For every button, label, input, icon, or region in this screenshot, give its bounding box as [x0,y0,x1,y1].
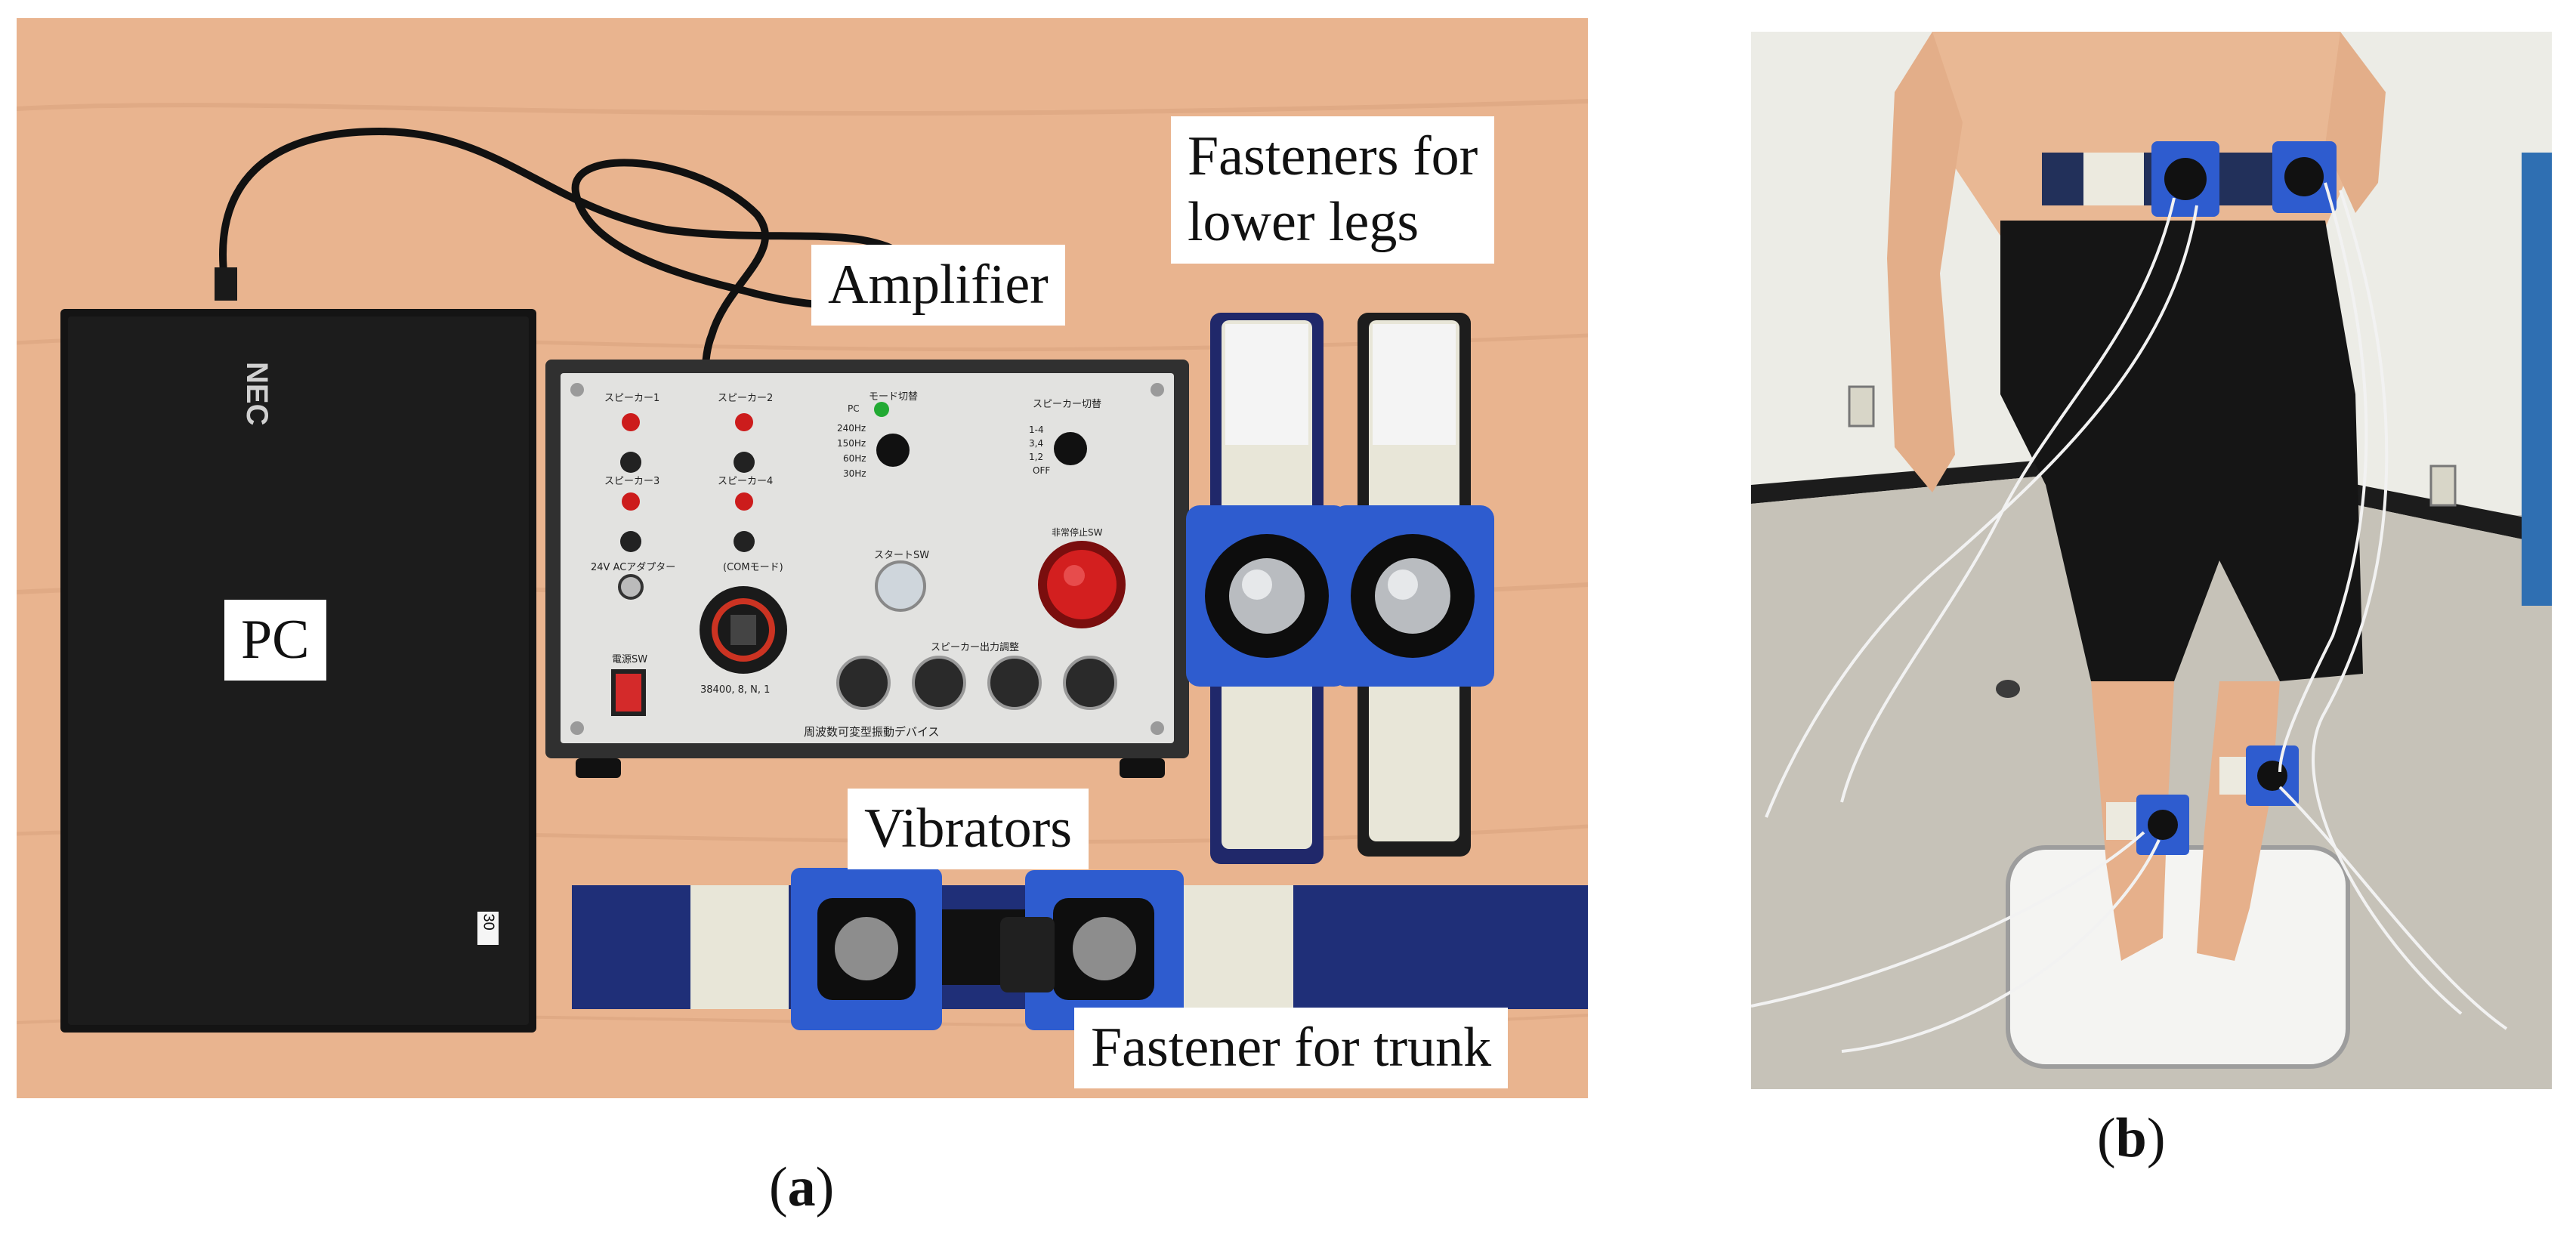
caption-a: (a) [769,1156,834,1220]
speaker2-label: スピーカー2 [718,393,774,404]
speaker3-label: スピーカー3 [604,476,660,487]
caption-a-open: ( [769,1156,788,1218]
amplifier-label: Amplifier [811,245,1065,326]
mode-pc-label: PC [848,403,860,414]
freq-30-label: 30Hz [843,468,866,479]
freq-240-label: 240Hz [837,423,866,434]
subject-photo [1751,32,2552,1089]
device-name-label: 周波数可変型振動デバイス [804,725,940,739]
select-1-4-label: 1-4 [1029,424,1044,435]
select-1-2-label: 1,2 [1029,452,1044,462]
fasteners-lower-legs-label: Fasteners for lower legs [1171,116,1495,264]
photo-panel-a: NEC 30 スピーカー1 スピーカー2 スピーカー3 スピーカー4 モード切替… [17,18,1588,1098]
speaker4-label: スピーカー4 [718,476,774,487]
amplifier-panel-text: スピーカー1 スピーカー2 スピーカー3 スピーカー4 モード切替 スピーカー切… [17,18,1588,1098]
freq-150-label: 150Hz [837,438,866,449]
select-3-4-label: 3,4 [1029,438,1044,449]
serial-setting-label: 38400, 8, N, 1 [700,684,771,696]
caption-b: (b) [2097,1107,2165,1171]
photo-panel-b [1751,32,2552,1089]
freq-60-label: 60Hz [843,453,866,464]
trunk-fastener [572,868,1588,1030]
leg-fastener-left [1186,313,1348,864]
fastener-trunk-label: Fastener for trunk [1074,1008,1509,1089]
laptop-sticker-box [477,912,499,945]
caption-b-open: ( [2097,1107,2116,1169]
speaker1-label: スピーカー1 [604,393,660,404]
mode-switch-label: モード切替 [869,391,919,403]
com-mode-label: (COMモード) [723,562,783,573]
output-adjust-label: スピーカー出力調整 [931,642,1020,653]
speaker-switch-label: スピーカー切替 [1033,399,1102,410]
ac-adapter-label: 24V ACアダプター [591,562,676,573]
caption-a-letter: a [787,1156,816,1218]
equipment-photo [17,99,1588,1033]
vibrators-label: Vibrators [848,789,1089,870]
fasteners-legs-line1: Fasteners for [1188,125,1478,187]
caption-b-letter: b [2115,1107,2147,1169]
leg-fastener-right [1333,313,1494,857]
pc-label: PC [224,600,326,681]
vibrator-wires [1751,182,2508,1053]
power-switch-label: 電源SW [612,654,648,665]
caption-b-close: ) [2146,1107,2166,1169]
fasteners-legs-line2: lower legs [1188,191,1419,254]
emergency-stop-label: 非常停止SW [1052,527,1103,538]
usb-plug [215,267,237,301]
amplifier-device [545,360,1189,778]
caption-a-close: ) [815,1156,835,1218]
start-switch-label: スタートSW [874,550,930,561]
select-off-label: OFF [1033,465,1051,476]
